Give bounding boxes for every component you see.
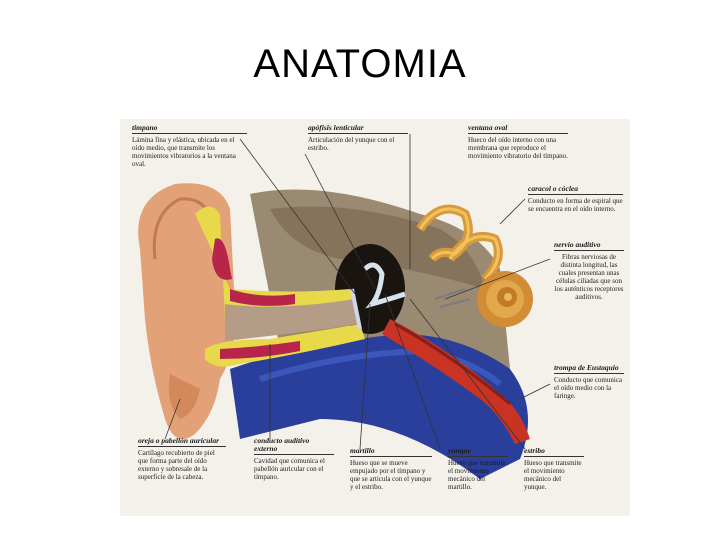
label-apofisis: apófisis lenticular Articulación del yun…	[308, 124, 408, 152]
label-timpano: timpano Lámina fina y elástica, ubicada …	[132, 124, 247, 168]
label-desc: Cartílago recubierto de piel que forma p…	[138, 449, 226, 481]
label-trompa: trompa de Eustaquio Conducto que comunic…	[554, 364, 624, 400]
label-desc: Hueso que transmite el movimiento mecáni…	[524, 459, 584, 491]
label-conducto: conducto auditivo externo Cavidad que co…	[254, 437, 334, 481]
label-yunque: yunque Hueso que transmite el movimiento…	[448, 447, 508, 491]
label-heading: caracol o cóclea	[528, 185, 623, 195]
label-desc: Fibras nerviosas de distinta longitud, l…	[554, 253, 624, 301]
label-martillo: martillo Hueso que se mueve empujado por…	[350, 447, 432, 491]
label-caracol: caracol o cóclea Conducto en forma de es…	[528, 185, 623, 213]
slide-title: ANATOMIA	[0, 42, 720, 87]
label-heading: ventana oval	[468, 124, 568, 134]
label-heading: oreja o pabellón auricular	[138, 437, 226, 447]
label-desc: Hueso que se mueve empujado por el tímpa…	[350, 459, 432, 491]
label-heading: conducto auditivo externo	[254, 437, 334, 455]
label-nervio: nervio auditivo Fibras nerviosas de dist…	[554, 241, 624, 301]
label-desc: Hueso que transmite el movimiento mecáni…	[448, 459, 508, 491]
label-estribo: estribo Hueso que transmite el movimient…	[524, 447, 584, 491]
label-heading: martillo	[350, 447, 432, 457]
label-ventana-oval: ventana oval Hueco del oído interno con …	[468, 124, 568, 160]
label-oreja: oreja o pabellón auricular Cartílago rec…	[138, 437, 226, 481]
label-heading: estribo	[524, 447, 584, 457]
label-heading: timpano	[132, 124, 247, 134]
label-heading: trompa de Eustaquio	[554, 364, 624, 374]
label-desc: Lámina fina y elástica, ubicada en el oí…	[132, 136, 247, 168]
ear-anatomy-diagram: timpano Lámina fina y elástica, ubicada …	[120, 119, 630, 516]
label-heading: nervio auditivo	[554, 241, 624, 251]
label-desc: Conducto que comunica el oído medio con …	[554, 376, 624, 400]
label-heading: yunque	[448, 447, 508, 457]
label-desc: Cavidad que comunica el pabellón auricul…	[254, 457, 334, 481]
label-heading: apófisis lenticular	[308, 124, 408, 134]
label-desc: Articulación del yunque con el estribo.	[308, 136, 408, 152]
label-desc: Conducto en forma de espiral que se encu…	[528, 197, 623, 213]
label-desc: Hueco del oído interno con una membrana …	[468, 136, 568, 160]
